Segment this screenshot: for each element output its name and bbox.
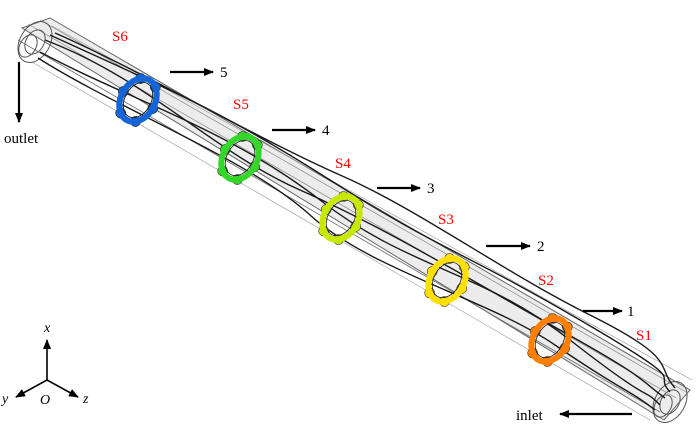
coordinate-axes	[15, 339, 79, 398]
outlet-indicator: outlet	[4, 62, 39, 147]
section-label-s2: S2	[538, 273, 554, 289]
cross-sections	[115, 73, 573, 367]
outlet-label: outlet	[4, 131, 39, 147]
section-label-s6: S6	[112, 29, 128, 45]
numbered-arrows	[170, 68, 623, 315]
cross-section-ring-s4	[217, 131, 263, 185]
axis-label-y: y	[0, 392, 9, 407]
section-label-s3: S3	[438, 212, 454, 228]
inlet-label: inlet	[516, 408, 543, 424]
arrow-label-4: 4	[322, 123, 330, 139]
cross-section-ring-s2	[424, 253, 470, 307]
cross-section-ring-s1	[527, 313, 573, 367]
axis-label-z: z	[82, 392, 89, 407]
section-label-s1: S1	[636, 328, 652, 344]
arrow-label-5: 5	[220, 65, 228, 81]
y-axis-arrow	[15, 379, 48, 398]
section-label-s4: S4	[335, 156, 351, 172]
inlet-indicator: inlet	[516, 408, 632, 424]
arrow-label-1: 1	[627, 304, 635, 320]
axis-labels: x y z O	[0, 321, 89, 408]
axis-label-x: x	[43, 321, 51, 336]
axis-label-origin: O	[40, 393, 50, 408]
section-label-s5: S5	[233, 97, 249, 113]
outlet-end-cap	[17, 21, 53, 63]
wire-strands	[37, 32, 676, 411]
cross-section-ring-s6	[115, 73, 161, 127]
section-labels: S1 S2 S3 S4 S5 S6	[112, 29, 652, 344]
arrow-labels: 1 2 3 4 5	[220, 65, 635, 320]
arrow-label-2: 2	[537, 239, 545, 255]
z-axis-arrow	[46, 379, 79, 398]
cross-section-ring-s3	[318, 191, 364, 245]
arrow-label-3: 3	[427, 181, 435, 197]
